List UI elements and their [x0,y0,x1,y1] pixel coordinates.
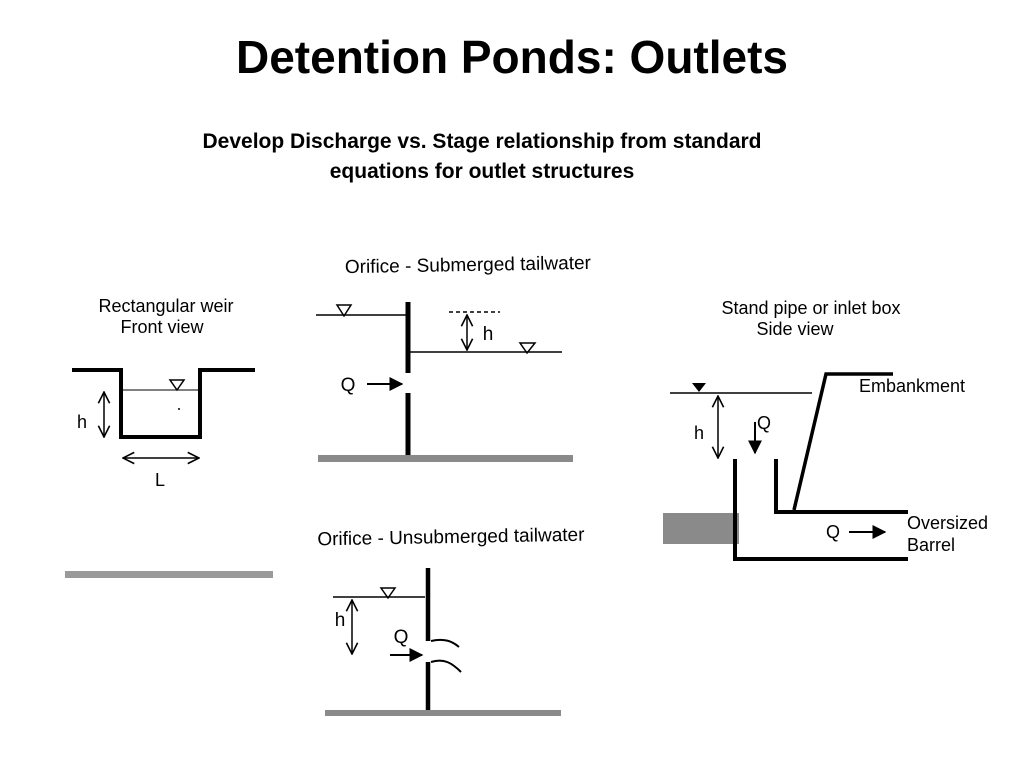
standpipe-head-label: h [694,423,704,443]
barrel-top-wall [774,459,908,514]
slide-title: Detention Ponds: Outlets [236,31,788,83]
weir-notch-outline [72,368,255,439]
unsubmerged-ground-line [325,710,561,716]
submerged-ground-line [318,455,573,462]
barrel-flow-label: Q [826,522,840,542]
weir-caption-line-1: Rectangular weir [98,296,233,316]
weir-ground-line [65,571,273,578]
water-level-triangle-icon [379,587,397,600]
orifice-unsubmerged-diagram: Orifice - Unsubmerged tailwater h Q [317,525,585,716]
orifice-unsubmerged-caption: Orifice - Unsubmerged tailwater [317,525,585,551]
embankment-outline [792,372,893,511]
water-level-triangle-icon [168,379,186,392]
weir-head-label: h [77,412,87,432]
barrel-label-line-1: Oversized [907,513,988,533]
slide-subtitle: Develop Discharge vs. Stage relationship… [112,127,852,187]
water-level-triangle-icon [335,304,353,318]
barrel-label-line-2: Barrel [907,535,955,555]
jet-upper-nappe [430,638,460,648]
weir-caption-line-2: Front view [120,317,204,337]
orifice-submerged-diagram: Orifice - Submerged tailwater h Q [316,253,592,462]
jet-lower-nappe [430,659,462,673]
barrel-bottom-wall [733,459,908,561]
submerged-flow-label: Q [341,375,356,396]
unsubmerged-head-label: h [335,610,346,631]
unsubmerged-flow-label: Q [394,627,409,648]
standpipe-diagram: Stand pipe or inlet box Side view Embank… [663,298,988,561]
orifice-submerged-caption: Orifice - Submerged tailwater [345,253,592,278]
weir-dot [178,408,180,410]
water-level-triangle-icon [518,342,537,355]
subtitle-line-1: Develop Discharge vs. Stage relationship… [202,130,762,153]
standpipe-inflow-label: Q [757,413,771,433]
standpipe-caption-line-1: Stand pipe or inlet box [721,298,900,318]
water-level-triangle-icon [692,383,706,392]
standpipe-caption-line-2: Side view [756,319,834,339]
standpipe-base-ground [663,513,739,544]
subtitle-line-2: equations for outlet structures [329,160,635,183]
submerged-head-label: h [483,324,494,345]
embankment-label: Embankment [859,376,965,396]
weir-length-label: L [155,470,165,490]
rectangular-weir-diagram: Rectangular weir Front view h L [65,296,273,578]
